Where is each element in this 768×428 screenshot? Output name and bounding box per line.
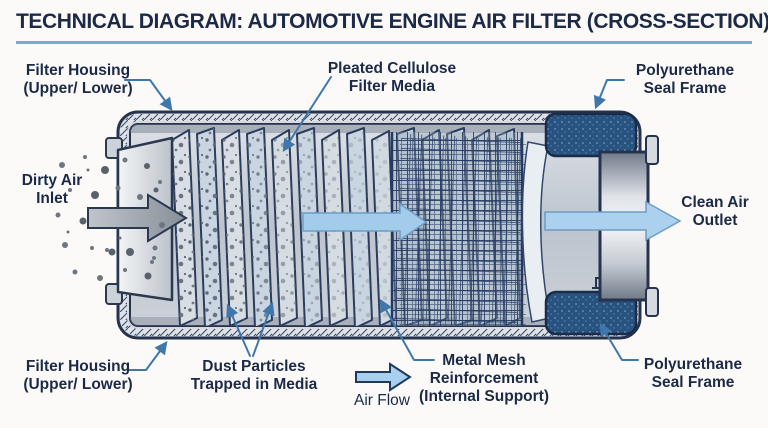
label-seal-frame-top: Polyurethane Seal Frame [620,62,750,98]
label-line: Seal Frame [651,373,735,391]
seal-frame-top-block [544,112,638,158]
label-pleated-media: Pleated Cellulose Filter Media [318,60,466,96]
dirty-air-arrow [87,193,188,243]
label-metal-mesh: Metal Mesh Reinforcement (Internal Suppo… [410,352,558,406]
label-line: Reinforcement [429,369,539,387]
leader-filter-housing-top [124,79,173,111]
label-filter-housing-bottom: Filter Housing (Upper/ Lower) [8,358,148,394]
label-line: Inlet [36,189,68,207]
label-line: (Upper/ Lower) [23,79,133,97]
label-line: Seal Frame [643,79,727,97]
label-line: Clean Air [681,194,749,211]
label-line: Polyurethane [635,62,735,79]
label-line: Air Flow [354,392,410,409]
label-filter-housing-top: Filter Housing (Upper/ Lower) [8,62,148,98]
label-line: (Upper/ Lower) [23,375,133,393]
clean-air-arrow [544,200,682,242]
label-line: Filter Housing [25,358,131,375]
label-line: Dirty Air [21,172,83,189]
label-air-flow: Air Flow [338,392,426,410]
leader-metal-mesh [379,298,435,361]
label-line: Trapped in Media [190,375,318,393]
label-line: Polyurethane [643,356,743,373]
seal-frame-bottom-block [544,277,638,336]
label-line: Filter Housing [25,62,131,79]
label-line: Outlet [692,211,738,229]
label-dirty-air-inlet: Dirty Air Inlet [8,172,96,208]
airflow-arrow-center [302,202,428,242]
dust-trapped-in-media [172,128,396,326]
leader-lines [124,76,639,371]
leader-seal-frame-top [593,79,625,110]
leader-dust-left [226,303,251,357]
label-seal-frame-bottom: Polyurethane Seal Frame [632,356,754,392]
page-title: TECHNICAL DIAGRAM: AUTOMOTIVE ENGINE AIR… [16,10,768,44]
label-line: Pleated Cellulose [327,60,457,77]
label-clean-air-outlet: Clean Air Outlet [666,194,764,230]
airflow-legend-arrow [355,362,412,392]
label-line: Filter Media [348,77,436,95]
label-line: Metal Mesh [442,352,526,369]
leader-seal-frame-bottom [599,322,639,361]
leader-pleated-media [282,76,332,153]
label-line: Dust Particles [202,358,306,375]
label-dust-particles: Dust Particles Trapped in Media [170,358,338,394]
leader-dust-right [252,301,275,357]
dust-particles-cloud [55,155,165,281]
label-line: (Internal Support) [418,387,550,405]
leader-filter-housing-bottom [127,341,168,371]
